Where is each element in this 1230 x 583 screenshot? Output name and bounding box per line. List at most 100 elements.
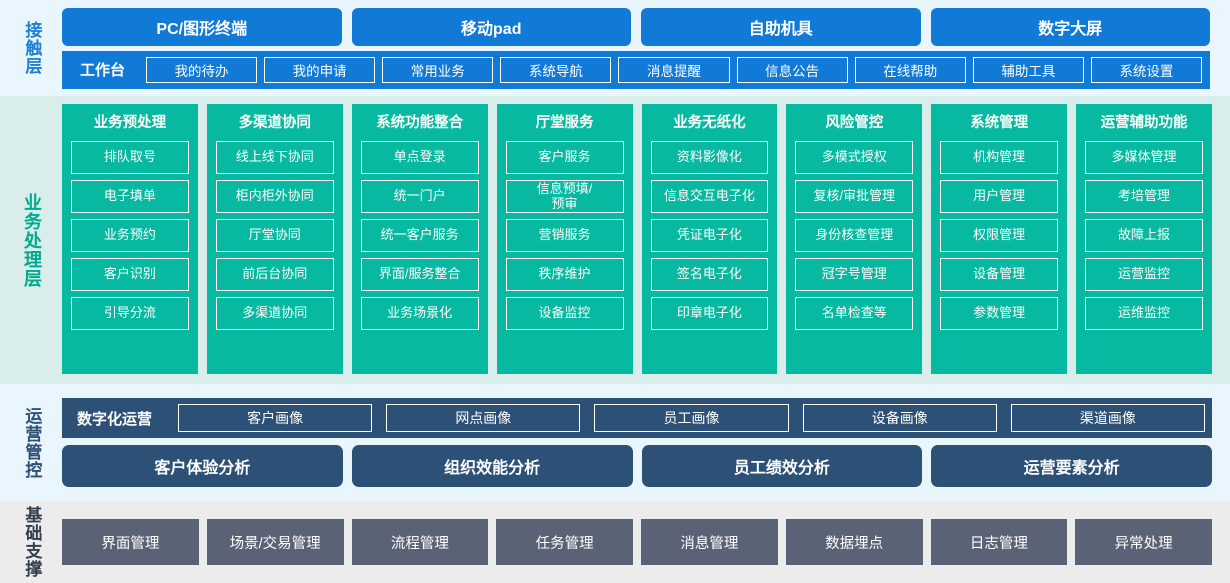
- business-item[interactable]: 营销服务: [505, 219, 624, 252]
- business-item[interactable]: 单点登录: [360, 141, 479, 174]
- operation-layer-body: 数字化运营 客户画像 网点画像 员工画像 设备画像 渠道画像 客户体验分析 组织…: [62, 384, 1230, 501]
- analysis-operation-factor[interactable]: 运营要素分析: [931, 445, 1212, 487]
- business-item[interactable]: 前后台协同: [215, 258, 334, 291]
- business-column-preprocess: 业务预处理 排队取号 电子填单 业务预约 客户识别 引导分流: [62, 104, 198, 374]
- foundation-message-management[interactable]: 消息管理: [641, 519, 778, 565]
- business-item[interactable]: 资料影像化: [650, 141, 769, 174]
- operation-layer-label: 运营管控: [22, 406, 42, 479]
- business-item[interactable]: 故障上报: [1085, 219, 1203, 252]
- column-title: 运营辅助功能: [1100, 115, 1188, 131]
- business-item[interactable]: 业务场景化: [360, 297, 479, 330]
- business-item[interactable]: 权限管理: [940, 219, 1059, 252]
- column-title: 厅堂服务: [535, 115, 594, 131]
- nav-item-message-alert[interactable]: 消息提醒: [618, 56, 730, 83]
- business-item[interactable]: 电子填单: [71, 180, 189, 213]
- business-item[interactable]: 运营监控: [1085, 258, 1203, 291]
- business-item[interactable]: 线上线下协同: [215, 141, 334, 174]
- business-item[interactable]: 机构管理: [940, 141, 1059, 174]
- business-item[interactable]: 客户服务: [505, 141, 624, 174]
- business-layer-body: 业务预处理 排队取号 电子填单 业务预约 客户识别 引导分流 多渠道协同 线上线…: [62, 96, 1230, 384]
- nav-item-my-application[interactable]: 我的申请: [264, 56, 376, 83]
- business-item[interactable]: 厅堂协同: [215, 219, 334, 252]
- portrait-customer[interactable]: 客户画像: [178, 404, 373, 432]
- business-item[interactable]: 设备监控: [505, 297, 624, 330]
- business-column-multichannel: 多渠道协同 线上线下协同 柜内柜外协同 厅堂协同 前后台协同 多渠道协同: [206, 104, 343, 374]
- business-item[interactable]: 印章电子化: [650, 297, 769, 330]
- business-item[interactable]: 参数管理: [940, 297, 1059, 330]
- business-item[interactable]: 设备管理: [940, 258, 1059, 291]
- nav-item-my-todo[interactable]: 我的待办: [146, 56, 258, 83]
- channel-row: PC/图形终端 移动pad 自助机具 数字大屏: [62, 7, 1210, 46]
- channel-chip-mobile-pad[interactable]: 移动pad: [351, 7, 631, 46]
- column-title: 业务无纸化: [673, 115, 746, 131]
- portrait-employee[interactable]: 员工画像: [594, 404, 789, 432]
- contact-layer-label: 接触层: [22, 21, 42, 75]
- business-item[interactable]: 排队取号: [71, 141, 189, 174]
- nav-item-common-business[interactable]: 常用业务: [382, 56, 494, 83]
- business-item[interactable]: 多模式授权: [795, 141, 914, 174]
- business-column-system-integration: 系统功能整合 单点登录 统一门户 统一客户服务 界面/服务整合 业务场景化: [351, 104, 488, 374]
- channel-chip-digital-screen[interactable]: 数字大屏: [930, 7, 1210, 46]
- business-item[interactable]: 柜内柜外协同: [215, 180, 334, 213]
- business-item[interactable]: 考培管理: [1085, 180, 1203, 213]
- business-item[interactable]: 界面/服务整合: [360, 258, 479, 291]
- business-item[interactable]: 名单检查等: [795, 297, 914, 330]
- nav-item-online-help[interactable]: 在线帮助: [854, 56, 966, 83]
- nav-item-aux-tools[interactable]: 辅助工具: [972, 56, 1084, 83]
- foundation-process-management[interactable]: 流程管理: [351, 519, 489, 565]
- business-item[interactable]: 信息交互电子化: [650, 180, 769, 213]
- business-column-system-management: 系统管理 机构管理 用户管理 权限管理 设备管理 参数管理: [931, 104, 1068, 374]
- business-item[interactable]: 冠字号管理: [795, 258, 914, 291]
- analysis-row: 客户体验分析 组织效能分析 员工绩效分析 运营要素分析: [62, 445, 1212, 487]
- business-layer-label: 业务处理层: [21, 192, 42, 288]
- nav-item-system-navigation[interactable]: 系统导航: [500, 56, 612, 83]
- nav-item-announcement[interactable]: 信息公告: [736, 56, 848, 83]
- business-item[interactable]: 业务预约: [71, 219, 189, 252]
- business-item[interactable]: 运维监控: [1085, 297, 1203, 330]
- column-title: 系统功能整合: [376, 115, 464, 131]
- foundation-log-management[interactable]: 日志管理: [930, 519, 1068, 565]
- column-title: 业务预处理: [93, 115, 167, 131]
- foundation-data-tracking[interactable]: 数据埋点: [785, 519, 923, 565]
- portrait-device[interactable]: 设备画像: [802, 404, 997, 432]
- operation-layer-band: 运营管控 数字化运营 客户画像 网点画像 员工画像 设备画像 渠道画像 客户体验…: [0, 384, 1230, 501]
- business-column-operation-aux: 运营辅助功能 多媒体管理 考培管理 故障上报 运营监控 运维监控: [1076, 104, 1212, 374]
- analysis-employee-performance[interactable]: 员工绩效分析: [641, 445, 923, 487]
- business-item[interactable]: 凭证电子化: [650, 219, 769, 252]
- nav-item-system-settings[interactable]: 系统设置: [1090, 56, 1202, 83]
- analysis-customer-experience[interactable]: 客户体验分析: [62, 445, 343, 487]
- business-item[interactable]: 统一客户服务: [360, 219, 479, 252]
- channel-chip-pc[interactable]: PC/图形终端: [62, 7, 342, 46]
- foundation-layer-band: 基础支撑 界面管理 场景/交易管理 流程管理 任务管理 消息管理 数据埋点 日志…: [0, 501, 1230, 583]
- business-item[interactable]: 客户识别: [71, 258, 189, 291]
- foundation-exception-handling[interactable]: 异常处理: [1075, 519, 1212, 565]
- business-column-paperless: 业务无纸化 资料影像化 信息交互电子化 凭证电子化 签名电子化 印章电子化: [641, 104, 778, 374]
- workbench-title: 工作台: [80, 62, 126, 79]
- channel-chip-self-service[interactable]: 自助机具: [641, 7, 921, 46]
- business-layer-band: 业务处理层 业务预处理 排队取号 电子填单 业务预约 客户识别 引导分流 多渠道…: [0, 96, 1230, 384]
- business-item[interactable]: 签名电子化: [650, 258, 769, 291]
- business-item[interactable]: 信息预填/ 预审: [505, 180, 624, 213]
- business-item[interactable]: 秩序维护: [505, 258, 624, 291]
- digital-operation-title: 数字化运营: [77, 410, 153, 428]
- business-item[interactable]: 引导分流: [71, 297, 189, 330]
- portrait-branch[interactable]: 网点画像: [386, 404, 581, 432]
- business-item[interactable]: 统一门户: [360, 180, 479, 213]
- foundation-ui-management[interactable]: 界面管理: [62, 519, 199, 565]
- contact-layer-body: PC/图形终端 移动pad 自助机具 数字大屏 工作台 我的待办 我的申请 常用…: [62, 0, 1230, 96]
- foundation-task-management[interactable]: 任务管理: [496, 519, 633, 565]
- business-item[interactable]: 多渠道协同: [215, 297, 334, 330]
- foundation-scenario-transaction[interactable]: 场景/交易管理: [206, 519, 344, 565]
- business-column-lobby-service: 厅堂服务 客户服务 信息预填/ 预审 营销服务 秩序维护 设备监控: [496, 104, 633, 374]
- digital-operation-row: 数字化运营 客户画像 网点画像 员工画像 设备画像 渠道画像: [62, 398, 1212, 438]
- business-item[interactable]: 多媒体管理: [1085, 141, 1203, 174]
- column-title: 多渠道协同: [238, 115, 312, 131]
- business-item[interactable]: 用户管理: [940, 180, 1059, 213]
- business-item[interactable]: 身份核查管理: [795, 219, 914, 252]
- business-item[interactable]: 复核/审批管理: [795, 180, 914, 213]
- portrait-channel[interactable]: 渠道画像: [1010, 404, 1206, 432]
- business-column-risk-control: 风险管控 多模式授权 复核/审批管理 身份核查管理 冠字号管理 名单检查等: [786, 104, 923, 374]
- analysis-org-efficiency[interactable]: 组织效能分析: [351, 445, 633, 487]
- foundation-layer-label: 基础支撑: [22, 506, 42, 578]
- column-title: 风险管控: [825, 115, 884, 131]
